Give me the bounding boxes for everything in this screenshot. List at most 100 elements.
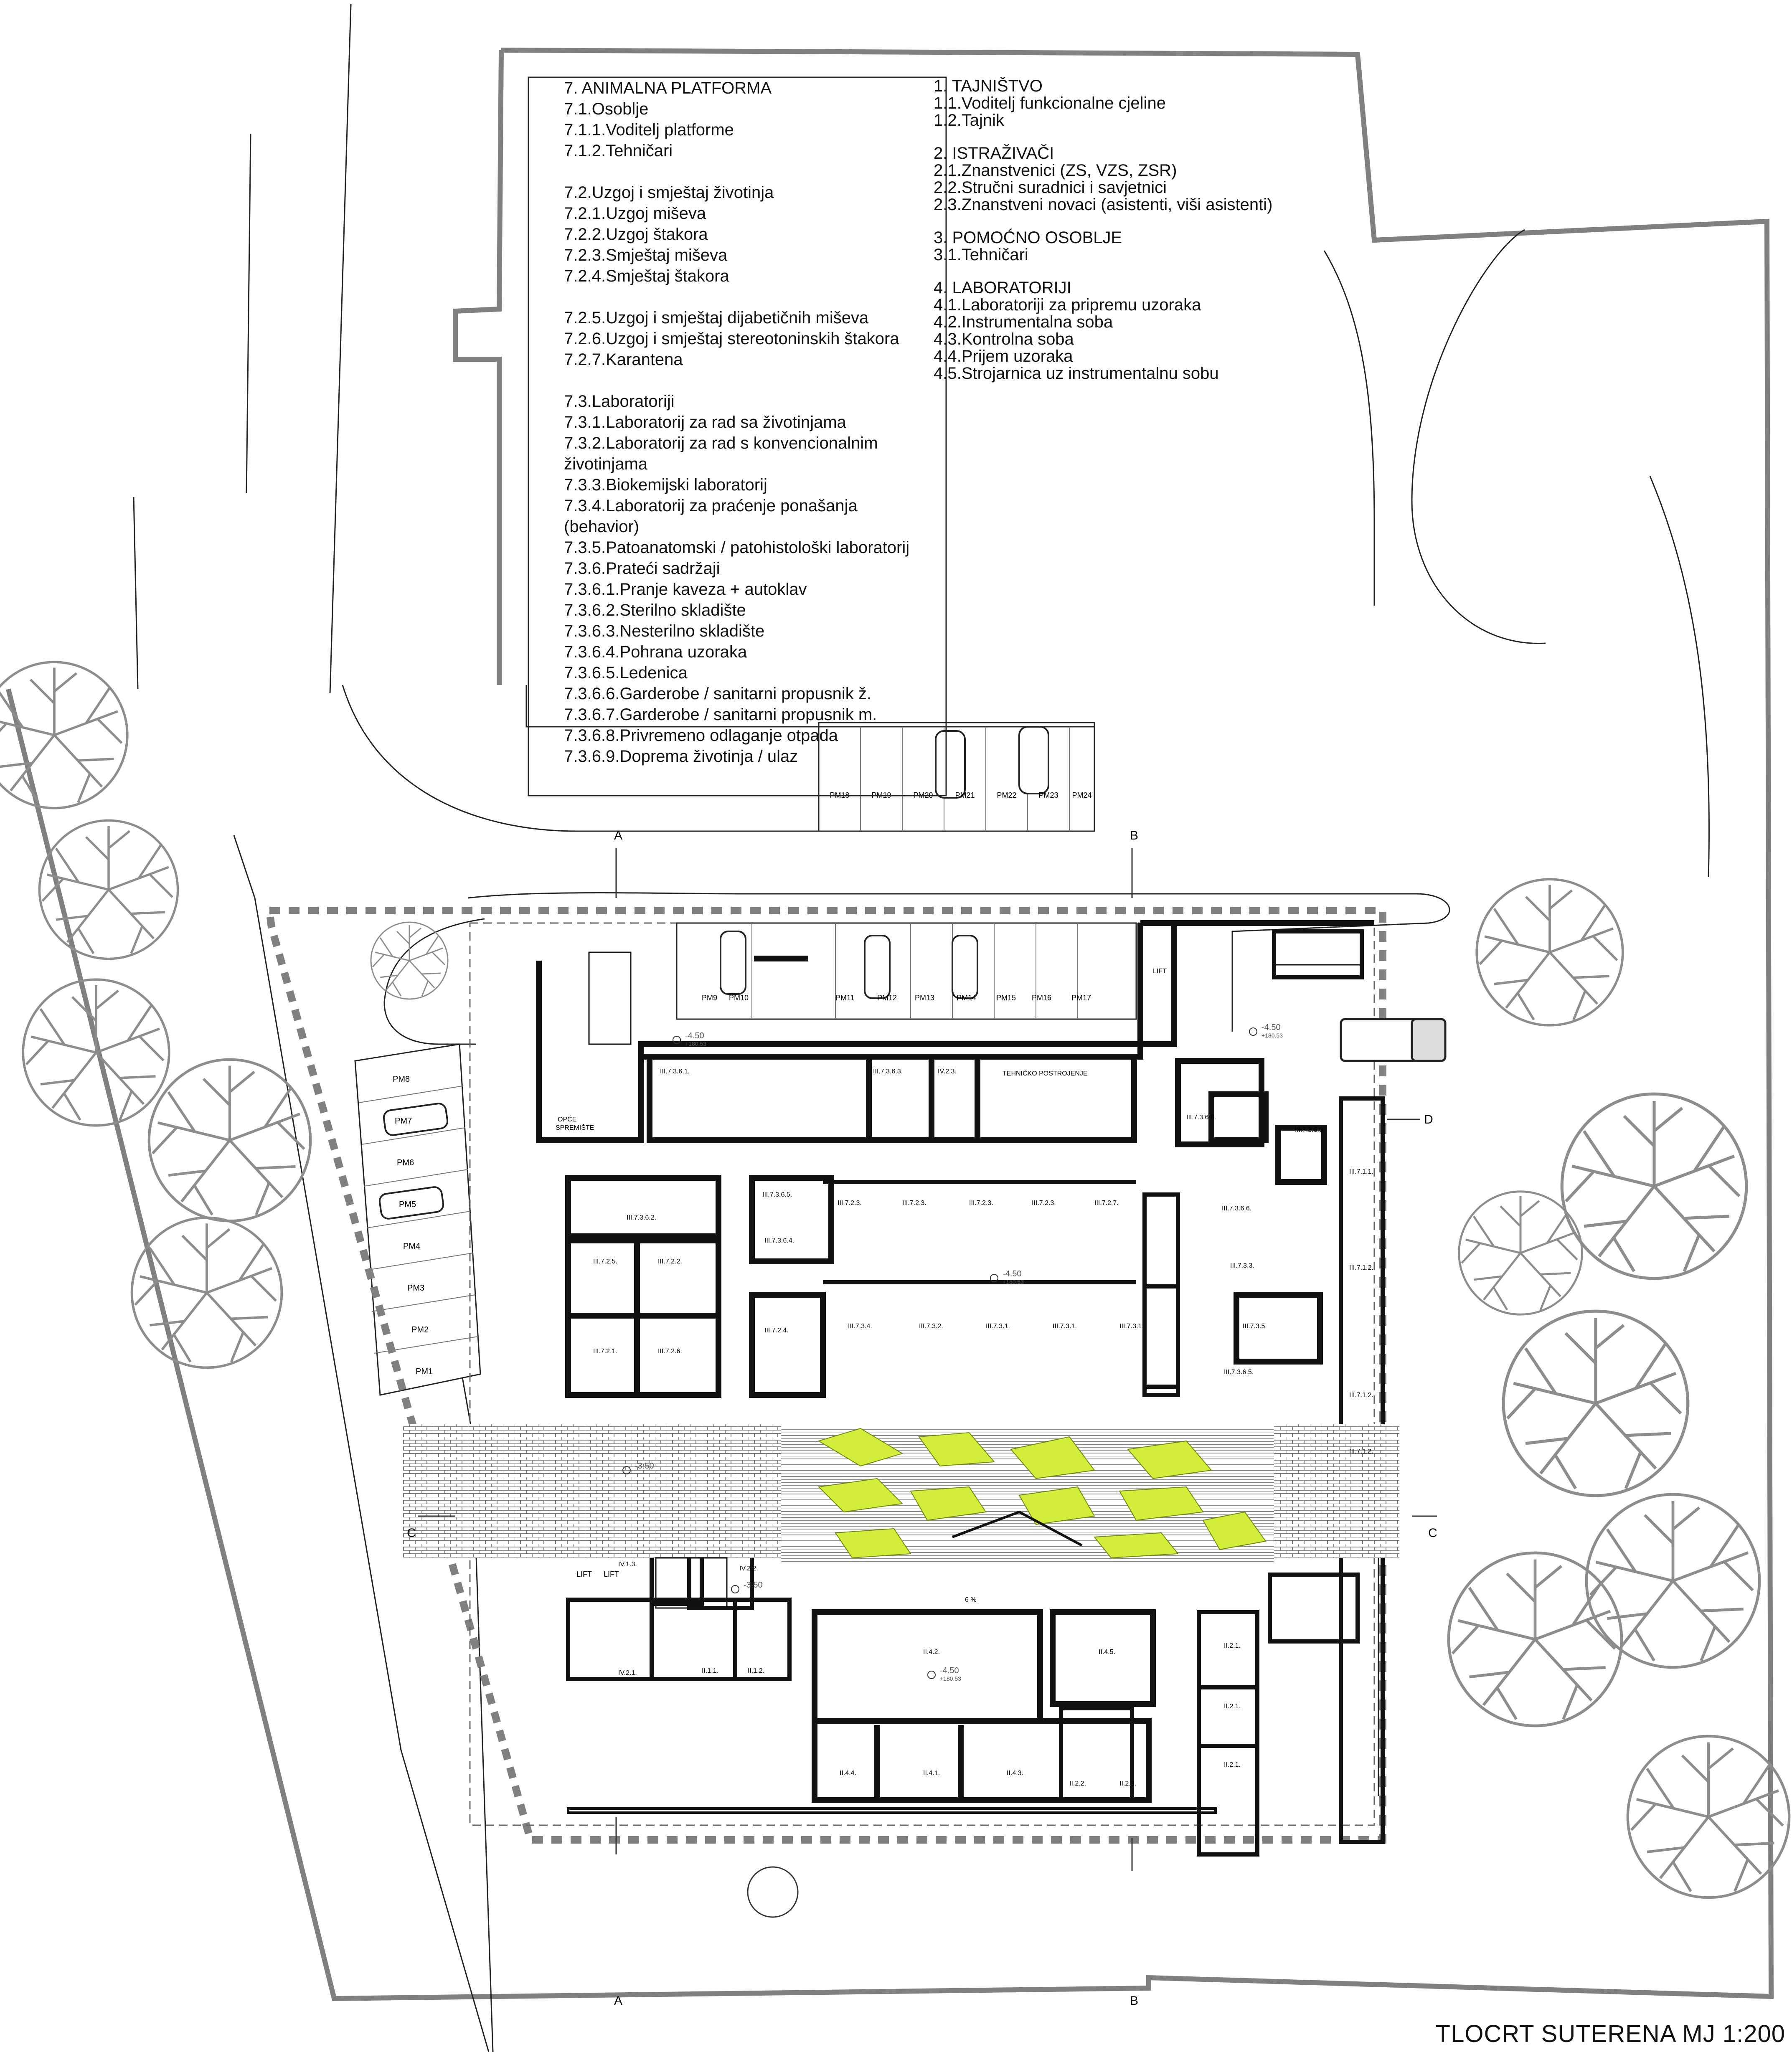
- plot-boundary: [6, 48, 1774, 2001]
- legend-line: [564, 370, 909, 391]
- level-symbol: [731, 1585, 739, 1593]
- room-label: III.7.3.3.: [1230, 1262, 1254, 1269]
- section-marker-label: C: [407, 1526, 416, 1540]
- section-marker-label: B: [1130, 829, 1138, 842]
- pm-label: PM9: [702, 994, 717, 1002]
- room-label: III.7.3.6.3.: [873, 1068, 903, 1075]
- green-patch: [1094, 1532, 1179, 1559]
- room-label: III.7.3.4.: [848, 1323, 872, 1330]
- level-value: +180.53: [1262, 1032, 1283, 1039]
- level-symbol: [990, 1274, 998, 1282]
- parking-west: PM8 PM7 PM6 PM5 PM4 PM3 PM2 PM1: [354, 1043, 481, 1396]
- legend-line: 7.2.7.Karantena: [564, 350, 683, 369]
- room-label: III.7.3.6.9.: [1295, 1126, 1325, 1134]
- green-patch: [918, 1432, 995, 1467]
- room-label: LIFT: [1153, 968, 1167, 975]
- legend-line: 1. TAJNIŠTVO: [934, 77, 1043, 95]
- level-symbol: [1249, 1027, 1257, 1036]
- legend-line: 4.1.Laboratoriji za pripremu uzoraka: [934, 296, 1201, 314]
- legend-line: 2.2.Stručni suradnici i savjetnici: [934, 178, 1167, 197]
- room-label: II.2.2.: [1069, 1780, 1086, 1787]
- legend-line: 1.2.Tajnik: [934, 111, 1004, 129]
- pm-label: PM4: [403, 1242, 420, 1251]
- room-label: IV.2.3.: [938, 1068, 957, 1075]
- room-label: OPĆE: [558, 1115, 576, 1123]
- level-value: +180.53: [1003, 1278, 1024, 1285]
- legend-line: 7.1.1.Voditelj platforme: [564, 121, 734, 139]
- pm-label: PM12: [877, 994, 897, 1002]
- room-label: SPREMIŠTE: [556, 1124, 594, 1131]
- pm-label: PM8: [393, 1075, 410, 1084]
- legend-line: 7.3.5.Patoanatomski / patohistološki lab…: [564, 538, 910, 557]
- room-label: II.1.2.: [748, 1667, 764, 1674]
- legend-line: 7.2.5.Uzgoj i smještaj dijabetičnih miše…: [564, 309, 869, 327]
- parking-north: PM18 PM19 PM20 PM21 PM22 PM23 PM24: [818, 722, 1095, 832]
- pm-label: PM10: [729, 994, 749, 1002]
- legend-line: 7.3.6.2.Sterilno skladište: [564, 601, 746, 619]
- legend-line: 7.3.6.7.Garderobe / sanitarni propusnik …: [564, 705, 877, 724]
- pm-label: PM16: [1032, 994, 1051, 1002]
- green-planting-patches: [817, 1428, 1267, 1559]
- room-label: III.7.2.3.: [1032, 1200, 1056, 1207]
- room-label: III.7.1.2.: [1349, 1448, 1373, 1455]
- pm-label: PM13: [915, 994, 934, 1002]
- green-patch: [1202, 1511, 1267, 1550]
- level-value: -3.50: [744, 1580, 763, 1590]
- legend-line: 4. LABORATORIJI: [934, 279, 1071, 297]
- room-label: II.2.3.: [1119, 1780, 1136, 1787]
- pm-label: PM21: [955, 791, 975, 799]
- room-label: LIFT: [604, 1570, 619, 1578]
- legend-line: 4.4.Prijem uzoraka: [934, 347, 1073, 365]
- legend-line: 7.2.3.Smještaj miševa: [564, 246, 728, 264]
- legend-line: 7.2.1.Uzgoj miševa: [564, 204, 706, 223]
- legend-line: 7.2.Uzgoj i smještaj životinja: [564, 183, 774, 202]
- legend-line: [564, 161, 909, 182]
- legend-line: 7.3.6.1.Pranje kaveza + autoklav: [564, 580, 807, 599]
- pm-label: PM6: [397, 1158, 414, 1167]
- pm-label: PM17: [1071, 994, 1091, 1002]
- legend-line: 3. POMOĆNO OSOBLJE: [934, 228, 1122, 247]
- room-label: III.7.2.3.: [838, 1200, 862, 1207]
- room-label: 6 %: [965, 1596, 977, 1603]
- pm-label: PM15: [996, 994, 1016, 1002]
- green-patch: [1127, 1440, 1212, 1479]
- room-label: II.2.1.: [1224, 1703, 1241, 1710]
- legend-line: 7.3.6.9.Doprema životinja / ulaz: [564, 747, 798, 766]
- legend-line: 7.3.6.8.Privremeno odlaganje otpada: [564, 726, 838, 745]
- level-symbol: [927, 1671, 936, 1679]
- parking-inner: PM9 PM10 PM11 PM12 PM13 PM14 PM15 PM16 P…: [676, 922, 1137, 1020]
- level-value: +180.53: [685, 1040, 706, 1047]
- room-label: III.7.1.2.: [1349, 1264, 1373, 1271]
- pm-label: PM11: [835, 994, 855, 1002]
- room-label: III.7.3.1.: [986, 1323, 1010, 1330]
- green-patch: [817, 1478, 904, 1513]
- legend-line: 7.3.1.Laboratorij za rad sa životinjama: [564, 413, 846, 431]
- room-label: II.2.1.: [1224, 1761, 1241, 1768]
- pm-label: PM23: [1038, 791, 1058, 799]
- pm-label: PM3: [407, 1283, 424, 1293]
- room-label: III.7.2.5.: [593, 1258, 617, 1265]
- legend-line: 7.3.6.3.Nesterilno skladište: [564, 622, 765, 640]
- pm-label: PM24: [1072, 791, 1091, 799]
- legend-line: 2. ISTRAŽIVAČI: [934, 144, 1054, 162]
- green-patch: [910, 1486, 987, 1521]
- room-label: III.7.3.6.4.: [764, 1237, 794, 1244]
- legend-line: 7.1.2.Tehničari: [564, 142, 673, 160]
- level-symbol: [673, 1036, 681, 1044]
- room-label: III.7.2.6.: [658, 1348, 682, 1355]
- room-label: III.7.2.4.: [764, 1327, 789, 1334]
- legend-line: [564, 287, 909, 307]
- stairs: [588, 931, 1363, 1642]
- legend-line: 7.2.6.Uzgoj i smještaj stereotoninskih š…: [564, 330, 899, 348]
- room-label: II.4.3.: [1007, 1770, 1023, 1777]
- legend-line: 4.2.Instrumentalna soba: [934, 313, 1113, 331]
- room-label: II.4.5.: [1099, 1649, 1115, 1656]
- pm-label: PM2: [411, 1325, 429, 1334]
- legend-line: 7.3.4.Laboratorij za praćenje ponašanja: [564, 497, 858, 515]
- room-label: III.7.3.1.: [1119, 1323, 1144, 1330]
- legend-line: [934, 129, 1272, 145]
- green-patch: [1119, 1486, 1204, 1521]
